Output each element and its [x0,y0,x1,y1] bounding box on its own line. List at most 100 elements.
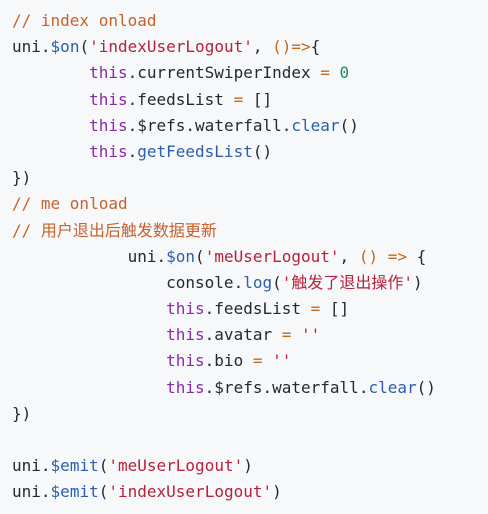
code-token: { [310,37,321,57]
code-token [12,247,128,266]
code-token: feedsList [214,299,301,319]
code-token: [] [329,299,350,319]
code-token: log [243,272,273,292]
code-line: this.currentSwiperIndex = 0 [12,60,488,86]
code-token: . [127,115,138,135]
code-line: this.$refs.waterfall.clear() [12,375,488,401]
code-token: . [358,377,369,397]
code-line: this.feedsList = [] [12,296,488,322]
code-token [12,351,166,370]
code-token [12,90,89,109]
code-token: . [40,482,51,502]
code-token: this [166,325,205,345]
code-token: () [416,377,436,397]
code-token: $emit [50,482,99,502]
code-line: this.bio = '' [12,348,488,374]
code-line: this.feedsList = [] [12,87,488,113]
code-token [12,299,166,318]
code-token: ()=> [272,37,311,57]
code-token: = [310,63,340,83]
code-line: uni.$emit('indexUserLogout') [12,479,488,505]
code-token: '' [301,325,321,345]
code-token: console [166,272,234,292]
code-token: this [89,89,128,109]
code-token: . [262,377,273,397]
code-line: uni.$emit('meUserLogout') [12,453,488,479]
code-token: $refs [137,115,186,135]
code-token: $on [50,37,80,57]
code-token: bio [214,351,244,371]
code-token: . [40,456,51,476]
code-token: . [127,89,138,109]
code-token: $refs [214,377,263,397]
code-token [12,378,166,397]
code-token: // 用户退出后触发数据更新 [12,220,217,240]
code-token: this [89,141,128,161]
code-token [12,142,89,161]
code-token: this [89,63,128,83]
code-token: [] [252,89,273,109]
code-line: this.$refs.waterfall.clear() [12,113,488,139]
code-token: , [252,37,273,57]
code-token: 'meUserLogout' [108,456,244,476]
code-token: . [156,246,167,266]
code-token: 'indexUserLogout' [108,482,273,502]
code-token: 'meUserLogout' [204,246,340,266]
code-line: uni.$on('indexUserLogout', ()=>{ [12,34,488,60]
code-token: ) [413,272,423,292]
code-token: ) [243,456,253,476]
code-token: . [127,141,138,161]
code-token: uni [127,246,157,266]
code-token: () => [358,246,417,266]
code-line: // me onload [12,191,488,217]
code-token: = [301,299,330,319]
code-token: uni [12,456,41,476]
code-token: this [166,351,205,371]
code-token: = [243,351,273,371]
code-token: . [204,377,215,397]
code-token: . [233,272,244,292]
code-token: }) [12,403,32,423]
code-token [12,325,166,344]
code-token: . [40,37,51,57]
code-line: }) [12,401,488,427]
code-token [12,116,89,135]
code-token: . [204,325,215,345]
code-token: { [416,246,427,266]
code-token: this [166,299,205,319]
code-token: this [89,115,128,135]
code-token: () [339,115,359,135]
code-token: $on [166,246,196,266]
code-token [12,63,89,82]
code-token: uni [12,482,41,502]
code-token: . [204,351,215,371]
code-token: this [166,377,205,397]
code-token: ( [79,37,90,57]
code-token: ( [98,482,109,502]
code-token: ( [195,246,205,266]
code-line: this.getFeedsList() [12,139,488,165]
code-token: = [223,89,253,109]
code-token: $emit [50,456,99,476]
code-token: ) [272,482,282,502]
code-line: this.avatar = '' [12,322,488,348]
code-token: waterfall [272,377,359,397]
code-token: () [252,141,273,161]
code-token: ( [272,272,282,292]
code-token: 0 [339,63,350,83]
code-token: getFeedsList [137,141,253,161]
code-token [12,273,166,292]
code-line: uni.$on('meUserLogout', () => { [12,244,488,270]
code-token: avatar [214,325,273,345]
code-line [12,427,488,453]
code-token: . [281,115,292,135]
code-token: ( [98,456,109,476]
code-token: '' [272,351,292,371]
code-token: feedsList [137,89,224,109]
code-token: . [185,115,196,135]
code-token: clear [368,377,417,397]
code-token: // me onload [12,194,128,214]
code-line: // 用户退出后触发数据更新 [12,218,488,244]
code-token: , [339,246,359,266]
